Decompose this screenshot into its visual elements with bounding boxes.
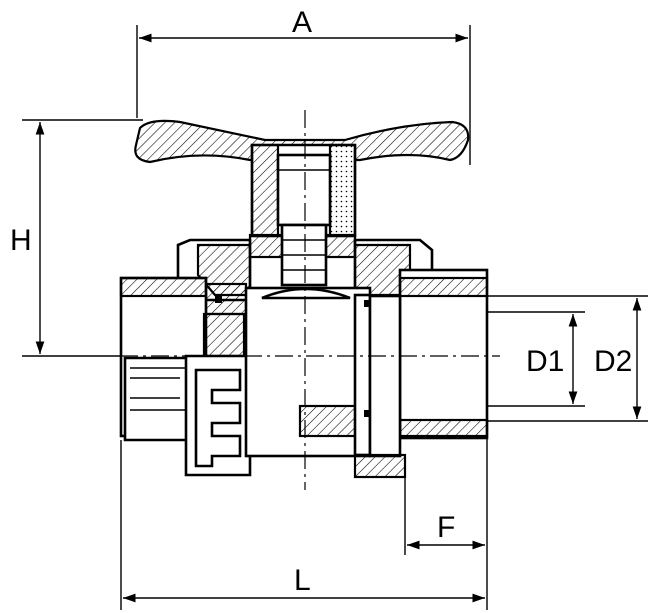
dimension-h: H — [10, 119, 143, 357]
center-lines — [120, 110, 500, 490]
label-a: A — [292, 6, 312, 39]
stem — [280, 223, 328, 287]
right-union — [353, 268, 489, 479]
label-l: L — [294, 564, 311, 597]
dimension-d1: D1 — [488, 311, 585, 407]
seals — [215, 296, 371, 417]
t-handle — [134, 119, 470, 238]
label-d1: D1 — [526, 345, 564, 378]
dimension-l: L — [120, 440, 488, 610]
dimension-a: A — [136, 6, 471, 165]
label-d2: D2 — [594, 345, 632, 378]
union-nut — [184, 354, 252, 477]
label-f: F — [437, 511, 455, 544]
left-union — [119, 276, 248, 442]
label-h: H — [10, 224, 32, 257]
valve-body — [244, 286, 372, 458]
dimension-d2: D2 — [488, 295, 648, 422]
dimension-f: F — [404, 425, 488, 555]
